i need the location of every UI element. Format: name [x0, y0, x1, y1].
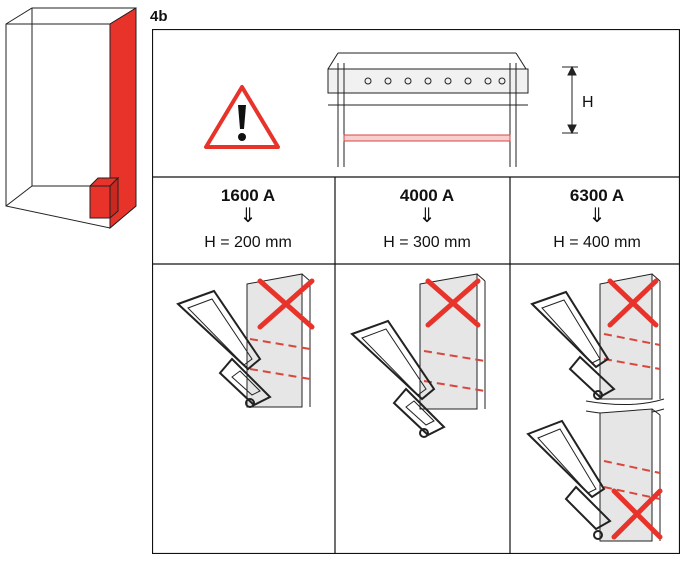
cross-mark-icon	[257, 278, 315, 330]
hacksaw-icon	[526, 419, 612, 540]
cabinet-icon	[5, 7, 137, 230]
current-rating-6300: 6300 A	[569, 186, 625, 205]
cut-illustration-1600	[176, 273, 315, 408]
warning-icon	[204, 85, 280, 149]
figure-label: 4b	[150, 8, 168, 25]
cut-illustration-4000	[350, 273, 486, 438]
instruction-table	[152, 29, 680, 554]
height-dimension-label: H	[582, 94, 594, 111]
busbar-drawing	[327, 52, 578, 167]
cross-mark-icon	[425, 278, 481, 328]
cut-illustration-6300	[526, 273, 665, 542]
cabinet-busbar-panel	[109, 7, 137, 230]
down-arrow-icon: ⇓	[588, 205, 606, 227]
hacksaw-icon	[530, 290, 616, 400]
height-value-1600: H = 200 mm	[204, 234, 292, 251]
current-rating-1600: 1600 A	[220, 186, 276, 205]
cross-mark-icon	[611, 488, 663, 540]
height-value-4000: H = 300 mm	[383, 234, 471, 251]
down-arrow-icon: ⇓	[239, 205, 257, 227]
hacksaw-icon	[350, 319, 446, 438]
current-rating-4000: 4000 A	[399, 186, 455, 205]
height-value-6300: H = 400 mm	[553, 234, 641, 251]
cross-mark-icon	[607, 278, 659, 328]
hacksaw-icon	[176, 289, 272, 408]
down-arrow-icon: ⇓	[418, 205, 436, 227]
